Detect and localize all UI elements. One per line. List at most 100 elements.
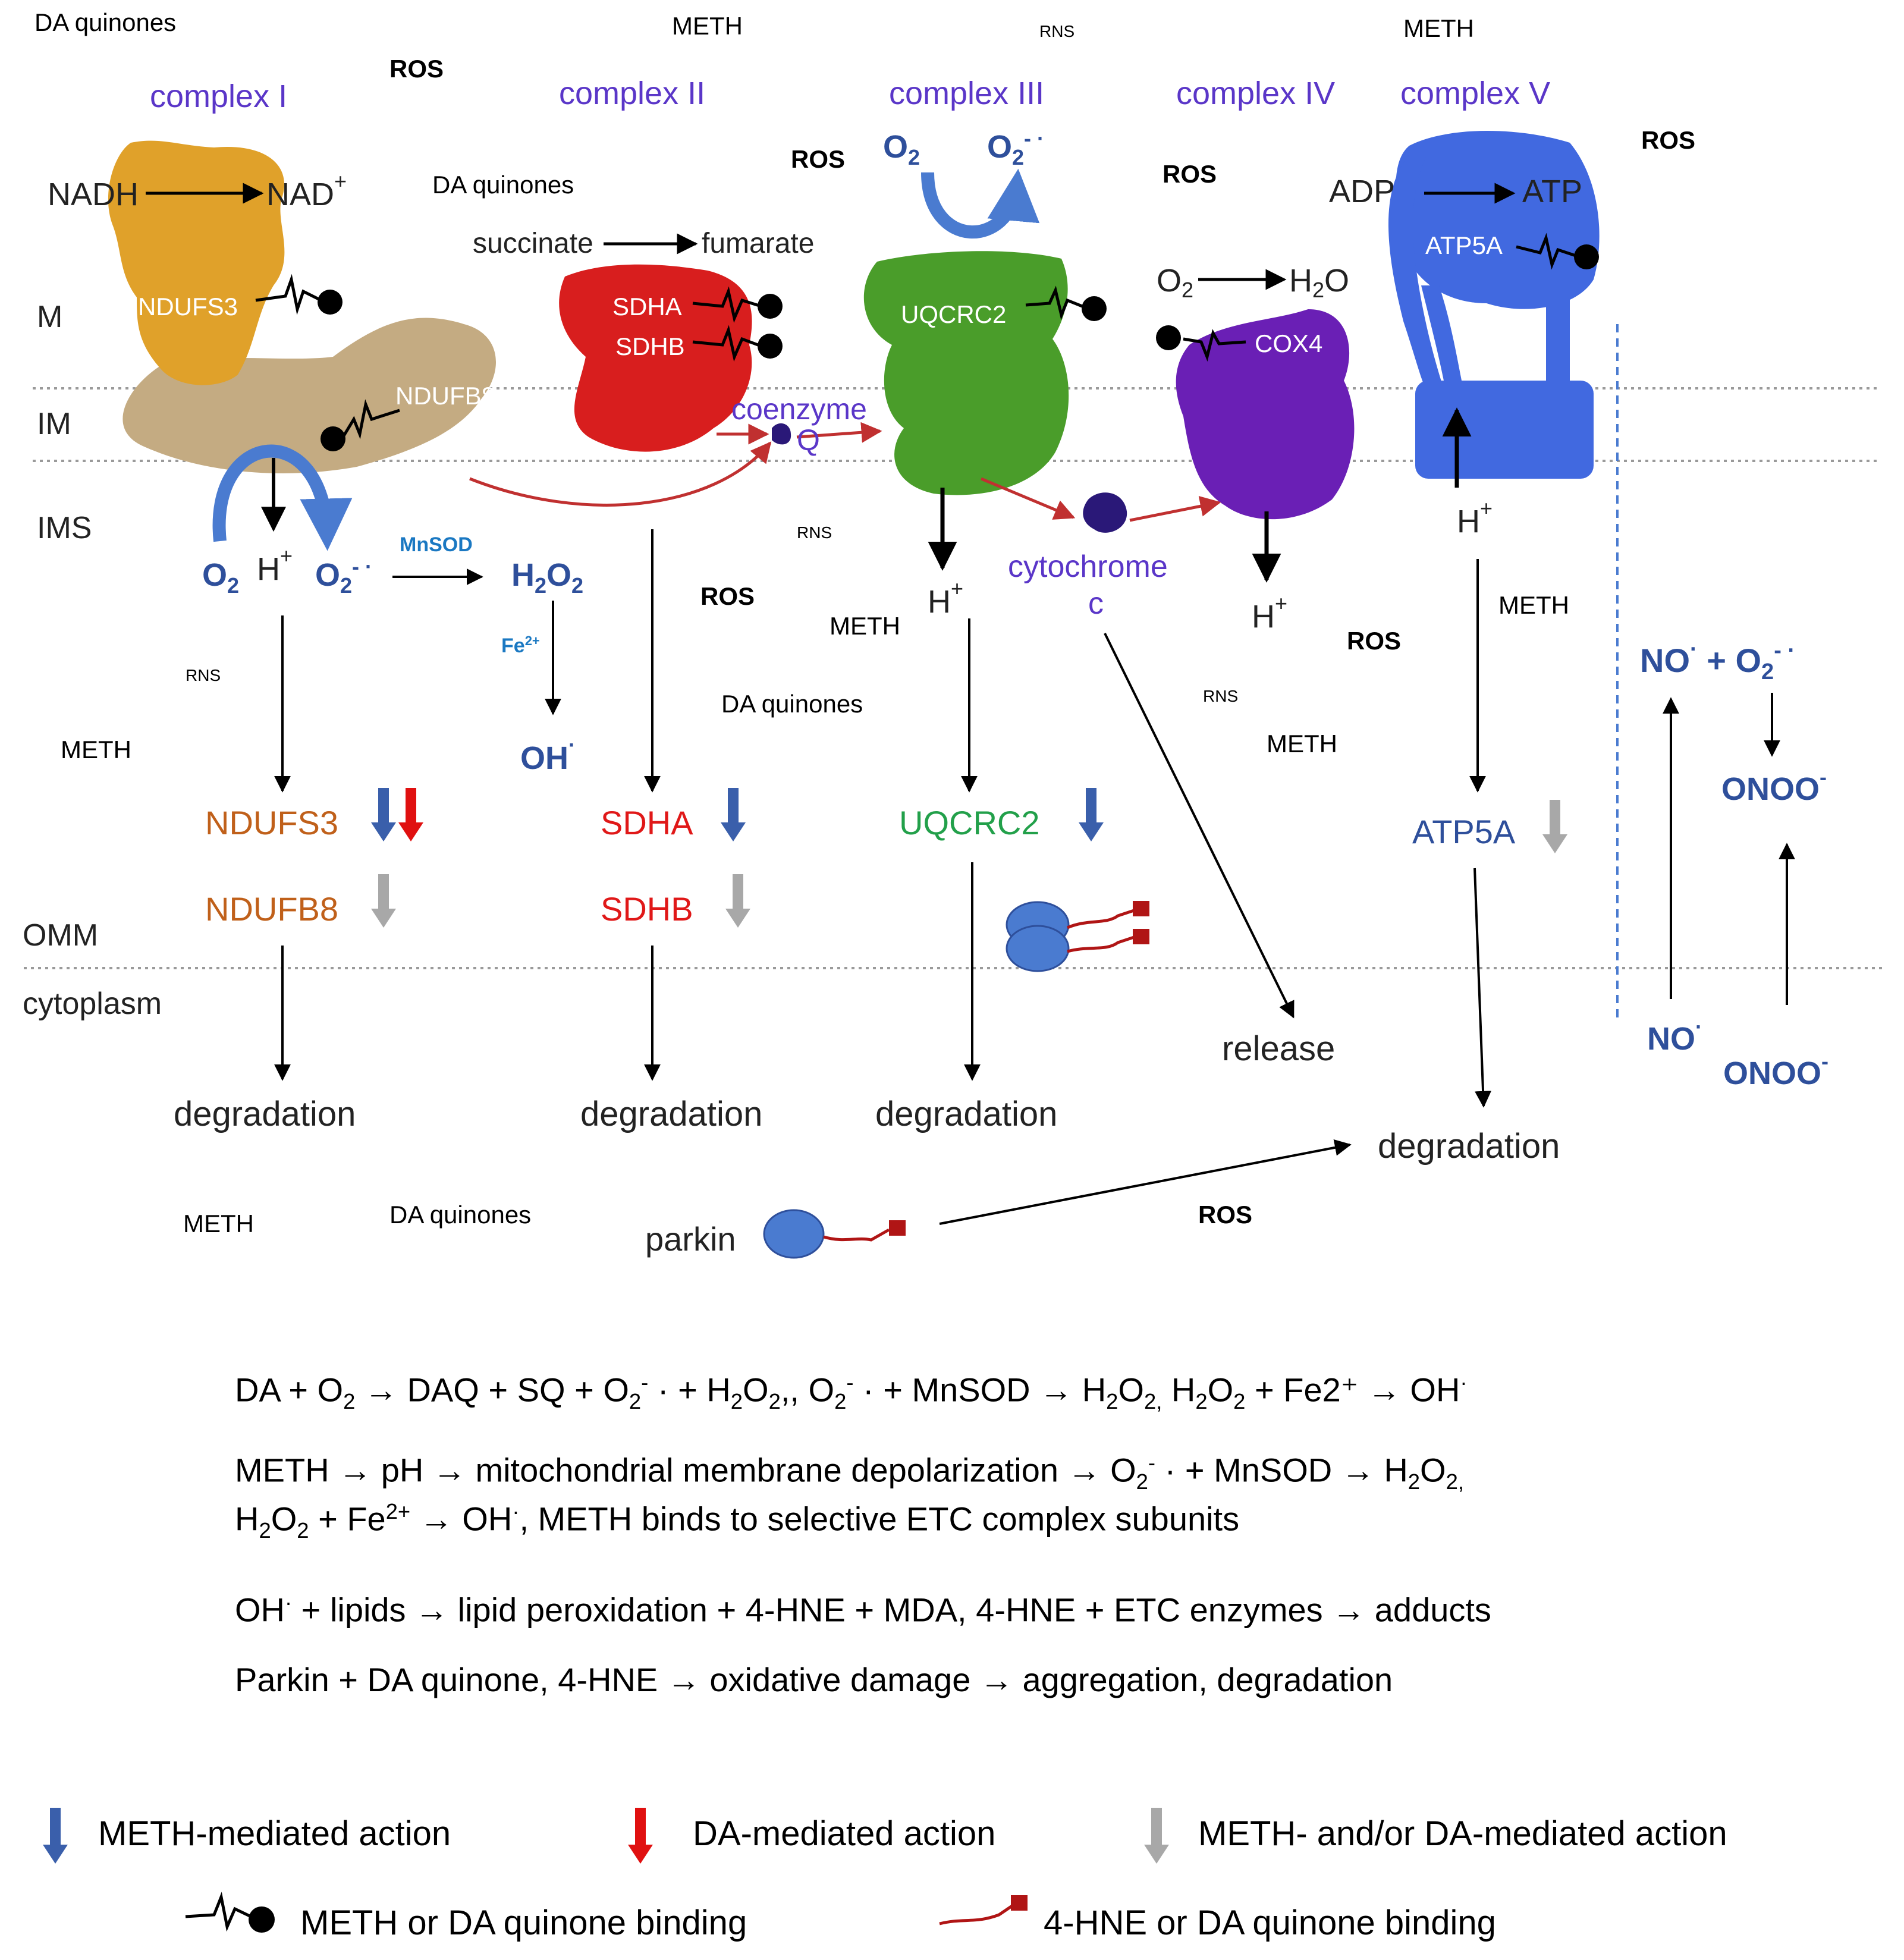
c1-to-coq-arrow <box>470 443 770 505</box>
oh-text: OH· <box>520 733 576 776</box>
rns-chemistry: NO· + O2- · ONOO- NO· ONOO- <box>1640 637 1828 1091</box>
subunit-uqcrc2: UQCRC2 <box>901 300 1006 328</box>
gray-arrow-atp5a <box>1542 800 1567 853</box>
coenzyme-q-label: coenzymeQ <box>731 392 867 457</box>
legend-binding-black-label: METH or DA quinone binding <box>300 1903 747 1943</box>
legend-hne-marker <box>940 1895 1028 1924</box>
ros-6: ROS <box>1347 627 1401 655</box>
legend-meth-arrow <box>43 1808 68 1864</box>
c3-h-plus: H+ <box>928 576 963 620</box>
mnsod-text: MnSOD <box>400 533 473 556</box>
fe-text: Fe2+ <box>501 633 540 657</box>
complex-iv-title: complex IV <box>1176 76 1335 111</box>
degradation-c5: degradation <box>1378 1127 1560 1166</box>
legend-da-label: DA-mediated action <box>693 1814 995 1854</box>
affected-uqcrc2: UQCRC2 <box>899 804 1039 841</box>
equation-3: H2O2 + Fe2+ → OH·, METH binds to selecti… <box>235 1488 1239 1554</box>
meth-3: METH <box>830 612 900 640</box>
subunit-ndufb8: NDUFB8 <box>395 382 495 410</box>
adp-text: ADP <box>1329 174 1395 209</box>
legend-da-arrow <box>628 1808 653 1864</box>
complex-iii-shape <box>864 251 1069 495</box>
affected-ndufb8: NDUFB8 <box>205 890 338 928</box>
parkin-label: parkin <box>645 1220 736 1258</box>
subunit-ndufs3: NDUFS3 <box>138 293 238 321</box>
h2o2-text: H2O2 <box>511 557 583 598</box>
release-label: release <box>1222 1029 1335 1068</box>
affected-sdhb: SDHB <box>601 890 693 928</box>
o2-text-c4: O2 <box>1157 263 1193 302</box>
succinate-text: succinate <box>473 228 593 259</box>
no-source: NO· <box>1647 1014 1702 1057</box>
binding-dot-ndufb8 <box>321 426 345 451</box>
da-quinones-1: DA quinones <box>34 8 176 36</box>
da-quinones-3: DA quinones <box>721 690 863 718</box>
equation-5: Parkin + DA quinone, 4-HNE → oxidative d… <box>235 1656 1393 1704</box>
degradation-c3: degradation <box>875 1095 1057 1133</box>
binding-dot-atp5a <box>1574 244 1599 269</box>
binding-dot-sdha <box>758 294 783 319</box>
degradation-c2: degradation <box>580 1095 762 1133</box>
complex-ii-title: complex II <box>559 76 705 111</box>
ros-2: ROS <box>791 145 845 173</box>
degradation-c1: degradation <box>174 1095 356 1133</box>
complex-iii-title: complex III <box>889 76 1044 111</box>
rns-3: RNS <box>1203 687 1238 705</box>
ros-1: ROS <box>389 55 444 83</box>
meth-7: METH <box>183 1210 254 1237</box>
rns-2: RNS <box>797 523 832 542</box>
legend-gray-arrow <box>1144 1808 1169 1864</box>
region-m: M <box>37 300 62 334</box>
meth-arrow-sdha <box>721 788 746 841</box>
binding-dot-uqcrc2 <box>1082 296 1107 321</box>
equation-4: OH· + lipids → lipid peroxidation + 4-HN… <box>235 1579 1491 1634</box>
meth-arrow-ndufs3 <box>371 788 396 841</box>
c1-h-plus-text: H+ <box>257 544 293 587</box>
nadh-text: NADH <box>48 177 139 212</box>
binding-dot-cox4 <box>1156 325 1181 350</box>
equation-1: DA + O2 → DAQ + SQ + O2- · + H2O2,, O2- … <box>235 1359 1468 1425</box>
subunit-cox4: COX4 <box>1255 329 1322 357</box>
cytc-to-c4-arrow <box>1130 502 1219 520</box>
legend-binding-red-label: 4-HNE or DA quinone binding <box>1044 1903 1496 1943</box>
affected-sdha: SDHA <box>601 804 693 841</box>
c5-h-plus: H+ <box>1457 496 1493 539</box>
legend-binding-wiggle <box>186 1897 250 1927</box>
complex-i-o2-arc: O2 H+ O2- · MnSOD H2O2 Fe2+ OH· <box>202 451 583 776</box>
da-arrow-ndufs3 <box>398 788 423 841</box>
ros-3: ROS <box>1162 160 1217 188</box>
fumarate-text: fumarate <box>702 228 814 259</box>
da-quinones-2: DA quinones <box>432 171 574 199</box>
complex-iii-o2-arc: O2 O2- · <box>883 126 1044 232</box>
parkin-aggregate <box>1007 901 1149 971</box>
coq-blob <box>772 423 791 445</box>
c3-superoxide-text: O2- · <box>987 126 1044 169</box>
gray-arrow-ndufb8 <box>371 874 396 928</box>
onoo-source: ONOO- <box>1723 1049 1828 1091</box>
region-im: IM <box>37 407 71 441</box>
meth-1: METH <box>672 12 743 40</box>
da-quinones-4: DA quinones <box>389 1201 531 1229</box>
affected-ndufs3: NDUFS3 <box>205 804 338 841</box>
cytochrome-c-blob <box>1083 492 1127 533</box>
atp-text: ATP <box>1522 174 1582 209</box>
legend-binding-dot <box>249 1906 275 1933</box>
meth-2: METH <box>1403 14 1474 42</box>
onoo-product: ONOO- <box>1721 765 1827 807</box>
gray-arrow-sdhb <box>725 874 750 928</box>
binding-dot-ndufs3 <box>318 290 343 315</box>
meth-5: METH <box>1267 730 1337 758</box>
meth-6: METH <box>61 736 131 764</box>
h2o-text-c4: H2O <box>1289 263 1349 302</box>
c1-o2-text: O2 <box>202 557 239 598</box>
region-omm: OMM <box>23 918 98 953</box>
c3-to-cytc-arrow <box>981 479 1073 517</box>
ros-5: ROS <box>700 582 755 610</box>
rns-1: RNS <box>1039 22 1074 40</box>
subunit-sdha: SDHA <box>612 293 682 321</box>
complex-titles: complex I complex II complex III complex… <box>150 76 1550 114</box>
outcomes: degradation degradation degradation rele… <box>174 1029 1560 1166</box>
region-cytoplasm: cytoplasm <box>23 987 162 1021</box>
region-ims: IMS <box>37 511 92 545</box>
